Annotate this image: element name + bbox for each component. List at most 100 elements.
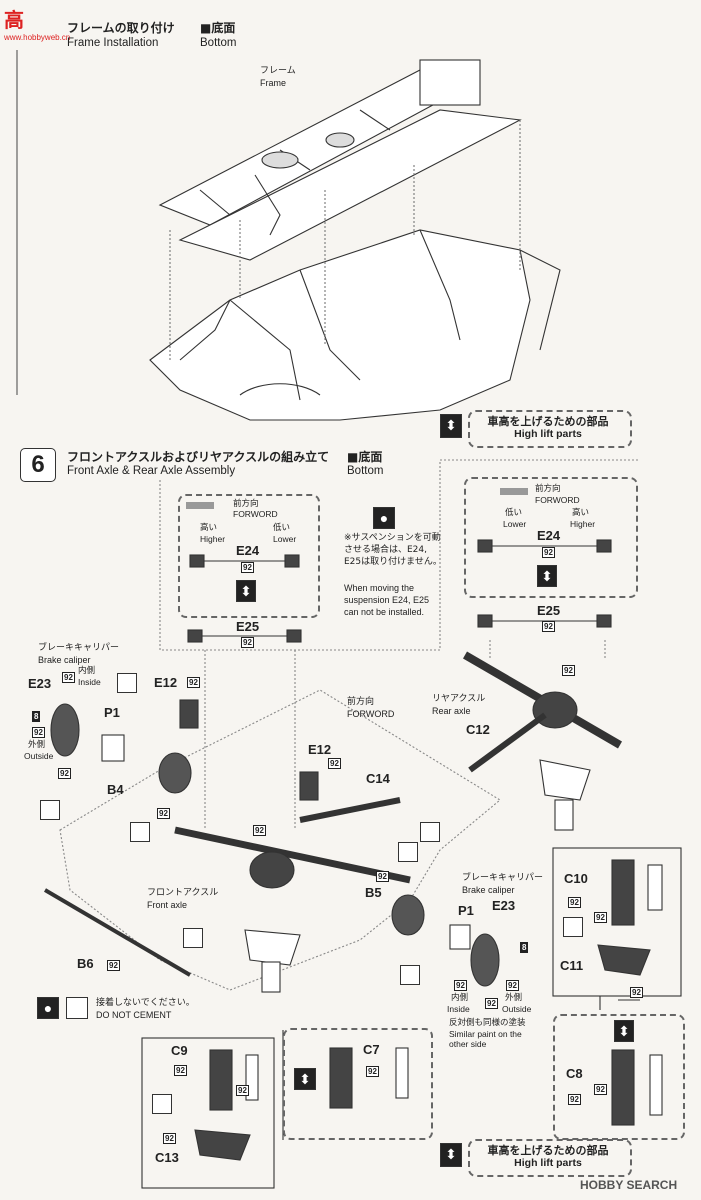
c13-paint: 92 bbox=[163, 1133, 176, 1144]
step6-view-jp: ■底面 bbox=[347, 450, 383, 464]
forward-mid-en: FORWORD bbox=[347, 709, 395, 719]
step6-number: 6 bbox=[20, 448, 56, 482]
right-e24-paint: 92 bbox=[542, 547, 555, 558]
e12-mid-label: E12 bbox=[308, 742, 332, 757]
inside-right-jp: 内側 bbox=[451, 993, 469, 1003]
forward-mid-jp: 前方向 bbox=[347, 697, 375, 707]
watermark-bottom: HOBBY SEARCH bbox=[580, 1178, 678, 1192]
updown-arrow-icon: ⬍ bbox=[537, 565, 557, 587]
e12-left-label: E12 bbox=[154, 675, 178, 690]
high-lift-banner-bottom bbox=[468, 1139, 632, 1177]
c12-label: C12 bbox=[466, 722, 490, 737]
paint-drop-icon: ● bbox=[37, 997, 59, 1019]
similar-jp: 反対側も同様の塗装 bbox=[449, 1018, 526, 1028]
left-e24-label: E24 bbox=[236, 543, 260, 558]
b4-paint: 92 bbox=[157, 808, 170, 819]
no-cement-icon bbox=[183, 928, 203, 948]
left-higher-en: Higher bbox=[200, 534, 226, 544]
e25-left-label: E25 bbox=[236, 619, 260, 634]
right-dir-jp: 前方向 bbox=[535, 484, 561, 494]
right-lower-en: Lower bbox=[503, 519, 527, 529]
inside-left-en: Inside bbox=[78, 677, 101, 687]
updown-arrow-icon: ⬍ bbox=[440, 1143, 462, 1167]
paint-drop-icon: ● bbox=[373, 507, 395, 529]
right-paint-92-a: 92 bbox=[454, 980, 467, 991]
c8-paint-b: 92 bbox=[594, 1084, 607, 1095]
c7-high-lift-box bbox=[283, 1028, 433, 1140]
no-cement-icon bbox=[400, 965, 420, 985]
watermark-top: 高 www.hobbyweb.cn bbox=[4, 4, 70, 42]
left-higher-jp: 高い bbox=[200, 523, 218, 533]
e23-right-label: E23 bbox=[492, 898, 516, 913]
e23-left-label: E23 bbox=[28, 676, 52, 691]
step5-view-en: Bottom bbox=[200, 37, 237, 49]
p1-right-label: P1 bbox=[458, 903, 474, 918]
e25-left-paint: 92 bbox=[241, 637, 254, 648]
right-paint-92-c: 92 bbox=[485, 998, 498, 1009]
step5-view-jp: ■底面 bbox=[200, 21, 236, 35]
do-not-cement-en: DO NOT CEMENT bbox=[96, 1010, 172, 1020]
front-axle-en: Front axle bbox=[147, 900, 188, 910]
brake-right-en: Brake caliper bbox=[462, 885, 515, 895]
left-lower-jp: 低い bbox=[273, 523, 291, 533]
left-paint-8: 8 bbox=[32, 711, 41, 722]
no-cement-icon bbox=[563, 917, 583, 937]
e23-left-paint: 92 bbox=[62, 672, 75, 683]
right-higher-en: Higher bbox=[570, 519, 596, 529]
front-axle-jp: フロントアクスル bbox=[147, 888, 219, 898]
arrow-left-icon bbox=[186, 502, 214, 509]
c7-paint: 92 bbox=[366, 1066, 379, 1077]
c9-paint-a: 92 bbox=[174, 1065, 187, 1076]
left-paint-92-b: 92 bbox=[58, 768, 71, 779]
outside-left-en: Outside bbox=[24, 751, 54, 761]
rear-axle-jp: リヤアクスル bbox=[432, 694, 486, 704]
no-cement-icon bbox=[152, 1094, 172, 1114]
frame-label-jp: フレーム bbox=[260, 66, 296, 76]
watermark-hanzi: 高 bbox=[4, 10, 24, 32]
b5-label: B5 bbox=[365, 885, 382, 900]
left-e24-box bbox=[178, 494, 320, 618]
e25-right-label: E25 bbox=[537, 603, 561, 618]
high-lift-banner-top bbox=[468, 410, 632, 448]
c8-label: C8 bbox=[566, 1066, 583, 1081]
inside-left-jp: 内側 bbox=[78, 666, 96, 676]
e12-mid-paint: 92 bbox=[328, 758, 341, 769]
c10-paint-b: 92 bbox=[594, 912, 607, 923]
inside-right-en: Inside bbox=[447, 1004, 470, 1014]
outside-right-en: Outside bbox=[502, 1004, 532, 1014]
left-dir-jp: 前方向 bbox=[233, 499, 259, 509]
no-cement-icon bbox=[117, 673, 137, 693]
outside-left-jp: 外側 bbox=[28, 740, 46, 750]
step6-title-jp: フロントアクスルおよびリヤアクスルの組み立て bbox=[67, 450, 330, 464]
updown-arrow-icon: ⬍ bbox=[236, 580, 256, 602]
c11-label: C11 bbox=[560, 958, 584, 973]
no-cement-icon bbox=[420, 822, 440, 842]
no-cement-icon bbox=[66, 997, 88, 1019]
c11-paint: 92 bbox=[630, 987, 643, 998]
frame-label-en: Frame bbox=[260, 78, 287, 88]
brake-right-jp: ブレーキキャリパー bbox=[462, 873, 544, 883]
high-lift-jp-bottom: 車高を上げるための部品 bbox=[487, 1144, 609, 1157]
left-e24-paint: 92 bbox=[241, 562, 254, 573]
step5-title-en: Frame Installation bbox=[67, 37, 159, 49]
left-dir-en: FORWORD bbox=[233, 509, 278, 519]
step6-view-en: Bottom bbox=[347, 465, 384, 477]
right-e24-label: E24 bbox=[537, 528, 561, 543]
left-lower-en: Lower bbox=[273, 534, 297, 544]
right-e24-box bbox=[464, 477, 638, 598]
watermark-url: www.hobbyweb.cn bbox=[4, 33, 71, 42]
note-en: When moving the suspension E24, E25 can … bbox=[344, 583, 430, 617]
no-cement-icon bbox=[398, 842, 418, 862]
e12-left-paint: 92 bbox=[187, 677, 200, 688]
front-axle-paint-a: 92 bbox=[253, 825, 266, 836]
b6-label: B6 bbox=[77, 956, 94, 971]
b6-paint: 92 bbox=[107, 960, 120, 971]
e25-right-paint: 92 bbox=[542, 621, 555, 632]
updown-arrow-icon: ⬍ bbox=[614, 1020, 634, 1042]
right-paint-8: 8 bbox=[520, 942, 529, 953]
c7-label: C7 bbox=[363, 1042, 380, 1057]
rear-axle-en: Rear axle bbox=[432, 706, 471, 716]
outside-right-jp: 外側 bbox=[505, 993, 523, 1003]
c10-label: C10 bbox=[564, 871, 588, 886]
